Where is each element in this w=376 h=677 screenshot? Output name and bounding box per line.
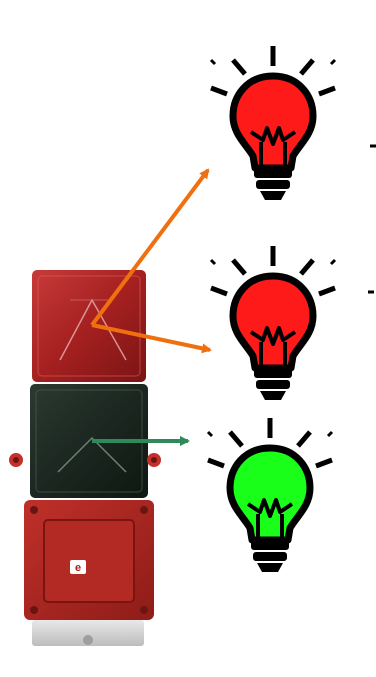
bulb-top: [211, 46, 335, 200]
bulb-middle: [211, 246, 335, 400]
green-light-module: [9, 384, 161, 498]
beacon-tower: e: [9, 270, 161, 646]
sounder-module: e: [24, 500, 154, 620]
light-bulb-icon: [233, 76, 313, 200]
arrow-to-middle-bulb: [91, 323, 212, 354]
light-bulb-icon: [233, 276, 313, 400]
arrow-to-top-bulb: [90, 168, 210, 327]
beacon-base: [32, 620, 144, 646]
light-bulb-icon: [230, 448, 310, 572]
sounder-logo-text: e: [75, 562, 81, 574]
red-light-module: [32, 270, 146, 382]
bulb-bottom: [208, 418, 332, 572]
sounder-logo: [70, 560, 86, 574]
arrows: [90, 168, 212, 446]
